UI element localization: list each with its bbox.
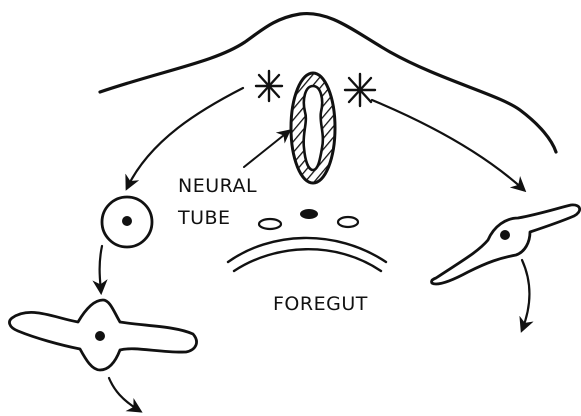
arrow-icon (109, 378, 140, 411)
dorsal-aorta-right (338, 217, 358, 227)
cell-nucleus (122, 216, 132, 226)
arrow-icon (244, 131, 289, 167)
label-tube: TUBE (177, 207, 231, 229)
label-neural: NEURAL (178, 175, 257, 197)
arrow-icon (127, 88, 243, 188)
notochord (300, 209, 318, 219)
bipolar-cell (432, 205, 580, 284)
cell-nucleus (95, 331, 105, 341)
dorsal-aorta-left (259, 219, 281, 229)
arrow-icon (522, 260, 530, 330)
neural-tube (291, 73, 335, 183)
arrow-icon (100, 246, 102, 292)
cell-nucleus (500, 230, 510, 240)
endoderm-arc-inner (234, 249, 381, 271)
label-foregut: FOREGUT (273, 293, 368, 315)
star-icon (345, 74, 375, 106)
star-icon (256, 71, 282, 101)
arrow-icon (372, 100, 524, 190)
